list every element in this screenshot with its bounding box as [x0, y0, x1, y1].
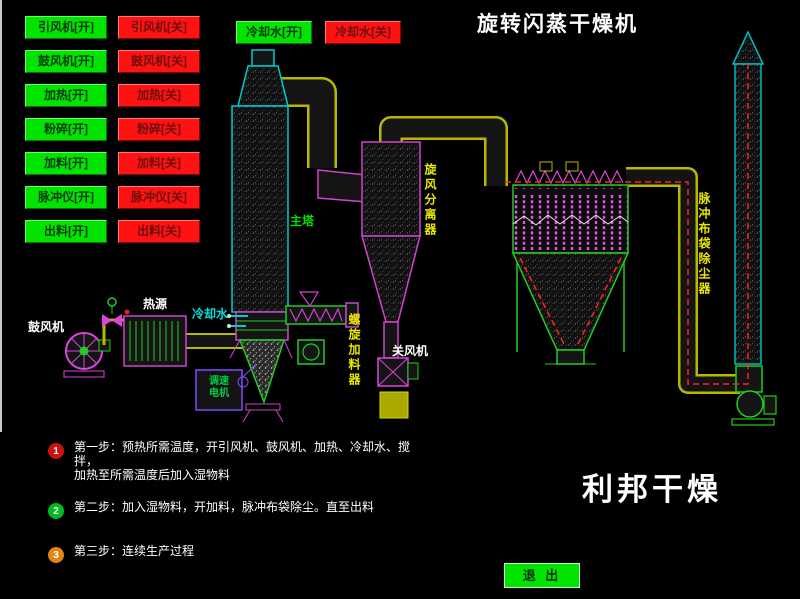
speed-motor-label-line1: 调速: [209, 376, 229, 387]
inlet-pipe-valve: [102, 297, 124, 345]
blower-on-button[interactable]: 鼓风机[开]: [25, 50, 107, 73]
step-2-badge: 2: [48, 503, 64, 519]
screw-feeder-label: 螺旋加料器: [347, 313, 361, 388]
cooling-water-label: 冷却水: [192, 307, 229, 321]
main-tower: [231, 49, 289, 313]
blower-fan: [63, 332, 111, 378]
feed-off-button[interactable]: 加料[关]: [118, 152, 200, 175]
discharge-off-button[interactable]: 出料[关]: [118, 220, 200, 243]
heat-exchanger: [123, 309, 187, 367]
cooling-water-off-button[interactable]: 冷却水[关]: [325, 21, 401, 44]
blower-off-button[interactable]: 鼓风机[关]: [118, 50, 200, 73]
agitator-cone: [229, 339, 293, 423]
blower-label: 鼓风机: [28, 320, 65, 334]
crusher-off-button[interactable]: 粉碎[关]: [118, 118, 200, 141]
bag-filter-label: 脉冲布袋除尘器: [697, 192, 711, 297]
air-lock-label: 关风机: [392, 344, 429, 358]
exhaust-fan: [731, 365, 777, 426]
main-tower-label: 主塔: [290, 214, 315, 228]
step-1-badge: 1: [48, 443, 64, 459]
cooling-jacket: [227, 311, 289, 341]
step-1-line-3: 加热至所需温度后加入湿物料: [74, 468, 231, 482]
pulse-meter-off-button[interactable]: 脉冲仪[关]: [118, 186, 200, 209]
pulse-meter-on-button[interactable]: 脉冲仪[开]: [25, 186, 107, 209]
screw-feeder: [285, 291, 359, 328]
crusher-on-button[interactable]: 粉碎[开]: [25, 118, 107, 141]
step-2-line-1: 第二步：加入湿物料，开加料，脉冲布袋除尘。直至出料: [74, 500, 375, 514]
exit-button[interactable]: 退 出: [504, 563, 580, 588]
feed-on-button[interactable]: 加料[开]: [25, 152, 107, 175]
induced-fan-off-button[interactable]: 引风机[关]: [118, 16, 200, 39]
speed-motor-label-line2: 电机: [209, 388, 229, 399]
speed-motor: [195, 363, 257, 411]
step-1-line-1: 第一步：预热所需温度，开引风机、鼓风机、加热、冷却水、搅: [74, 440, 411, 454]
heating-off-button[interactable]: 加热[关]: [118, 84, 200, 107]
speed-motor-label: 调速 电机: [197, 376, 241, 400]
discharge-on-button[interactable]: 出料[开]: [25, 220, 107, 243]
step-2: 2 第二步：加入湿物料，开加料，脉冲布袋除尘。直至出料: [48, 500, 374, 519]
step-3-badge: 3: [48, 547, 64, 563]
bag-filter: [511, 161, 630, 365]
feed-pump: [297, 339, 325, 365]
heating-on-button[interactable]: 加热[开]: [25, 84, 107, 107]
step-3: 3 第三步：连续生产过程: [48, 544, 194, 563]
step-1: 1 第一步：预热所需温度，开引风机、鼓风机、加热、冷却水、搅 拌， 加热至所需温…: [48, 440, 410, 482]
induced-fan-on-button[interactable]: 引风机[开]: [25, 16, 107, 39]
air-lock-valve: [377, 357, 419, 419]
cyclone-label: 旋风分离器: [423, 163, 437, 238]
brand-text: 利邦干燥: [582, 472, 722, 507]
flow-line: [505, 64, 749, 385]
heat-source-label: 热源: [143, 297, 168, 311]
left-edge-line: [0, 0, 2, 432]
cooling-water-on-button[interactable]: 冷却水[开]: [236, 21, 312, 44]
cyclone-separator: [361, 141, 421, 359]
page-title: 旋转闪蒸干燥机: [477, 13, 638, 36]
step-3-line-1: 第三步：连续生产过程: [74, 544, 195, 558]
step-1-line-2: 拌，: [74, 454, 99, 468]
